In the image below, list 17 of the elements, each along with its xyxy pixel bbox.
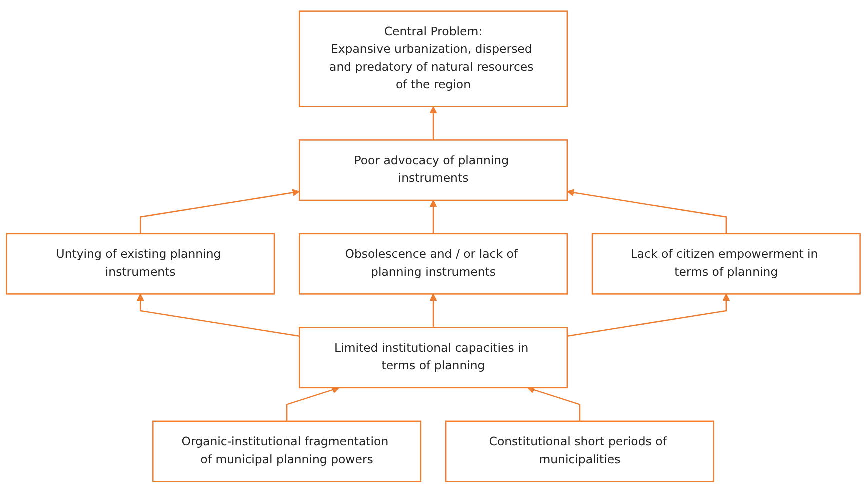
- node-box: Poor advocacy of planning instruments: [298, 140, 568, 202]
- arrow: [136, 294, 300, 337]
- node-box: Untying of existing planning instruments: [6, 233, 276, 295]
- arrow: [567, 189, 728, 234]
- arrow: [140, 189, 300, 234]
- arrow: [430, 294, 438, 328]
- arrow: [430, 200, 438, 234]
- arrow: [567, 294, 730, 337]
- arrow: [430, 106, 438, 140]
- node-box: Central Problem: Expansive urbanization, dispersed and predatory of natural resources of the region: [298, 10, 568, 108]
- node-box: Obsolescence and / or lack of planning instruments: [298, 233, 568, 295]
- node-box: Constitutional short periods of municipalities: [445, 420, 714, 482]
- arrow: [527, 386, 581, 422]
- node-box: Limited institutional capacities in terms of planning: [298, 327, 568, 389]
- node-box: Organic-institutional fragmentation of municipal planning powers: [152, 420, 422, 482]
- arrow: [286, 386, 340, 422]
- node-box: Lack of citizen empowerment in terms of planning: [592, 233, 861, 295]
